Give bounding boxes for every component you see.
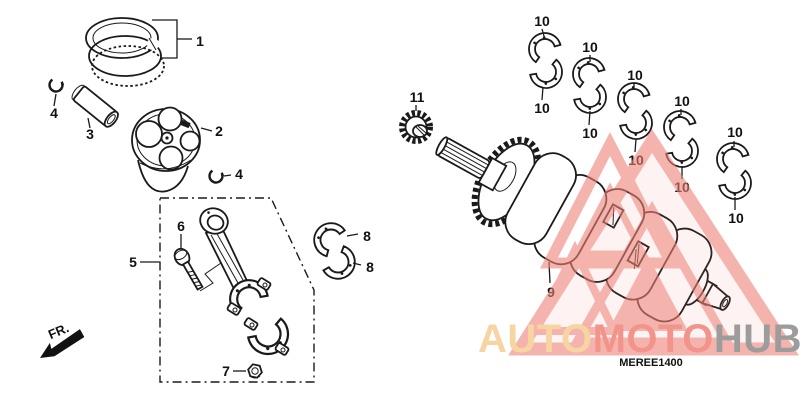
callout-piston-ring-set[interactable]: 1 (196, 33, 204, 49)
piston-pin-clip-left-drawing (48, 77, 64, 93)
piston-drawing (131, 106, 201, 193)
callout-conrod-nut[interactable]: 7 (222, 363, 230, 379)
callout-main-bearing-2t[interactable]: 10 (582, 39, 598, 55)
callout-main-bearing-1t[interactable]: 10 (534, 13, 550, 29)
callout-pin-clip-left[interactable]: 4 (50, 105, 58, 121)
connecting-rod-drawing (199, 207, 272, 316)
callout-main-bearing-1b[interactable]: 10 (534, 100, 550, 116)
callout-conrod-bolt[interactable]: 6 (177, 218, 185, 234)
conrod-nut-drawing (247, 363, 263, 379)
callout-primary-drive-gear[interactable]: 11 (410, 89, 425, 105)
conrod-bolt-drawing (173, 247, 204, 291)
watermark-text: AUTOMOTOHUB (478, 317, 800, 361)
piston-ring-set-drawing (85, 17, 165, 87)
piston-marking (180, 120, 191, 128)
callout-main-bearing-2b[interactable]: 10 (582, 125, 598, 141)
callout-conrod-assembly[interactable]: 5 (129, 254, 137, 270)
conrod-bearing-upper (306, 215, 347, 259)
callout-main-bearing-5t[interactable]: 10 (727, 124, 743, 140)
callout-1-bracket (152, 19, 192, 59)
piston-pin-clip-right-drawing (208, 168, 224, 184)
conrod-assembly-box (159, 197, 315, 383)
callout-pin-clip-right[interactable]: 4 (235, 166, 243, 182)
watermark-moto: MOTO (593, 317, 714, 361)
bolt-pointer-line (199, 262, 222, 292)
watermark-hub: HUB (714, 317, 800, 361)
callout-piston[interactable]: 2 (215, 123, 223, 139)
callout-piston-pin[interactable]: 3 (86, 126, 94, 142)
watermark-auto: AUTO (478, 317, 593, 361)
watermark-logo (508, 128, 799, 356)
arrow-icon (40, 329, 85, 358)
conrod-cap-drawing (243, 316, 297, 363)
primary-drive-gear-drawing (399, 110, 433, 144)
callout-conrod-bearing-upper[interactable]: 8 (363, 228, 371, 244)
piston-pin-drawing (71, 84, 119, 128)
callout-main-bearing-4t[interactable]: 10 (674, 93, 690, 109)
diagram-code: MEREE1400 (619, 357, 683, 369)
callout-main-bearing-5b[interactable]: 10 (728, 210, 744, 226)
front-direction-arrow: FR. (40, 320, 85, 358)
main-bearing-leaders (541, 28, 736, 210)
callout-conrod-bearing-lower[interactable]: 8 (366, 259, 374, 275)
callout-main-bearing-3t[interactable]: 10 (627, 67, 643, 83)
